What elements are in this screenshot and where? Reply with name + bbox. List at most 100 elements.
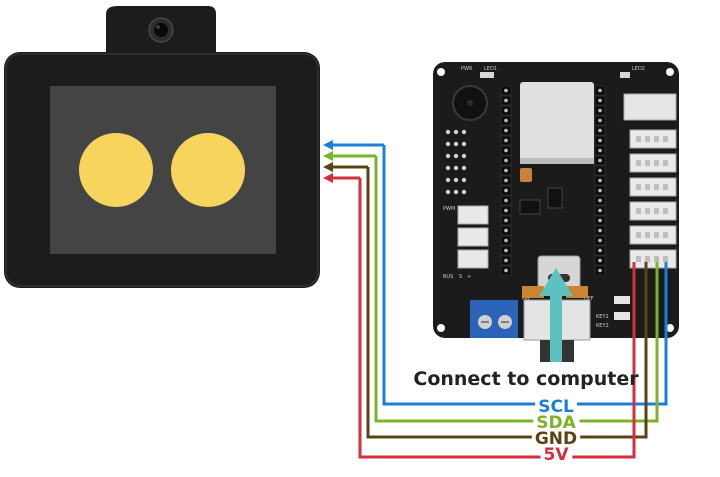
wire-arrow-icon <box>323 151 333 161</box>
right-eye <box>171 133 245 207</box>
silk-key2: KEY2 <box>596 323 609 329</box>
grove-connector <box>629 225 677 245</box>
grove-connector <box>629 153 677 173</box>
silk-off: OFF <box>584 296 594 302</box>
pin-hole <box>504 188 508 193</box>
wires <box>323 140 668 459</box>
pin-hole <box>504 168 508 173</box>
grove-pin <box>663 160 668 166</box>
camera-lens-glint <box>156 25 160 29</box>
mount-hole <box>437 324 445 332</box>
header-pin <box>453 129 459 135</box>
key-button <box>614 312 630 320</box>
pin-hole <box>598 228 602 233</box>
pin-hole <box>504 208 508 213</box>
silk-on: ON <box>522 296 530 302</box>
pin-hole <box>598 238 602 243</box>
wifi-module-shadow <box>520 158 594 164</box>
header-pin <box>453 153 459 159</box>
header-pin <box>461 153 467 159</box>
wire-arrow-icon <box>323 162 333 172</box>
grove-connector <box>629 201 677 221</box>
grove-pin <box>645 208 650 214</box>
grove-pin <box>636 160 641 166</box>
pin-hole <box>598 158 602 163</box>
header-pin <box>461 165 467 171</box>
pin-headers <box>500 85 606 276</box>
wire-sda <box>374 156 659 423</box>
header-pin <box>461 129 467 135</box>
label-backing <box>535 398 577 416</box>
led-pins <box>480 72 494 78</box>
grove-pin <box>663 136 668 142</box>
camera-module <box>4 6 320 288</box>
pin-hole <box>504 148 508 153</box>
header-pin <box>445 129 451 135</box>
pin-hole <box>598 198 602 203</box>
pin-hole <box>504 198 508 203</box>
camera-lens-icon <box>154 23 168 37</box>
header-pin <box>445 177 451 183</box>
pin-hole <box>504 138 508 143</box>
capacitor <box>520 168 532 182</box>
grove-pin <box>636 184 641 190</box>
pin-hole <box>598 248 602 253</box>
grove-connectors <box>623 93 677 269</box>
grove-pin <box>645 256 650 262</box>
grove-pin <box>654 184 659 190</box>
pin-hole <box>504 248 508 253</box>
wire-label-sda: SDA <box>536 413 576 433</box>
silk-led1: LED1 <box>484 66 497 72</box>
header-pin <box>453 165 459 171</box>
header-pin <box>461 177 467 183</box>
pin-hole <box>504 108 508 113</box>
wire-scl <box>382 145 668 406</box>
chip <box>547 187 563 209</box>
pin-hole <box>598 88 602 93</box>
buzzer-hole <box>467 100 473 106</box>
pin-hole <box>598 138 602 143</box>
pin-hole <box>504 98 508 103</box>
label-backing <box>531 430 581 448</box>
pin-hole <box>598 218 602 223</box>
mount-hole <box>437 68 445 76</box>
grove-pin <box>645 184 650 190</box>
grove-pin <box>645 160 650 166</box>
left-eye <box>79 133 153 207</box>
silk-bus: BUS <box>443 274 453 280</box>
pin-hole <box>504 178 508 183</box>
pin-hole <box>598 148 602 153</box>
grove-pin <box>636 256 641 262</box>
silk-pwr: PWR <box>461 66 473 72</box>
mount-hole <box>666 68 674 76</box>
grove-connector <box>629 129 677 149</box>
pin-hole <box>598 108 602 113</box>
pin-hole <box>504 268 508 273</box>
header-pin <box>461 141 467 147</box>
pin-hole <box>598 268 602 273</box>
pin-hole <box>598 208 602 213</box>
header-pin <box>453 189 459 195</box>
key-button <box>614 296 630 304</box>
led-pins <box>620 72 630 78</box>
silk-plus: + <box>467 274 471 280</box>
grove-pin <box>645 136 650 142</box>
label-backing <box>540 446 573 464</box>
grove-connector <box>623 93 677 121</box>
servo-connector <box>457 249 489 269</box>
grove-pin <box>654 208 659 214</box>
wire-arrow-icon <box>323 140 333 150</box>
wire-label-5v: 5V <box>544 445 570 465</box>
wire-label-scl: SCL <box>538 397 574 417</box>
header-pin <box>445 165 451 171</box>
pin-hole <box>504 158 508 163</box>
grove-pin <box>636 208 641 214</box>
pin-hole <box>504 258 508 263</box>
pin-hole <box>504 228 508 233</box>
pin-hole <box>504 238 508 243</box>
grove-pin <box>654 136 659 142</box>
pin-hole <box>504 118 508 123</box>
arrow-shaft <box>550 290 562 362</box>
controller-board: PWR LED1 LED2 PWM BUS S + ON OFF KEY1 KE… <box>433 62 679 362</box>
